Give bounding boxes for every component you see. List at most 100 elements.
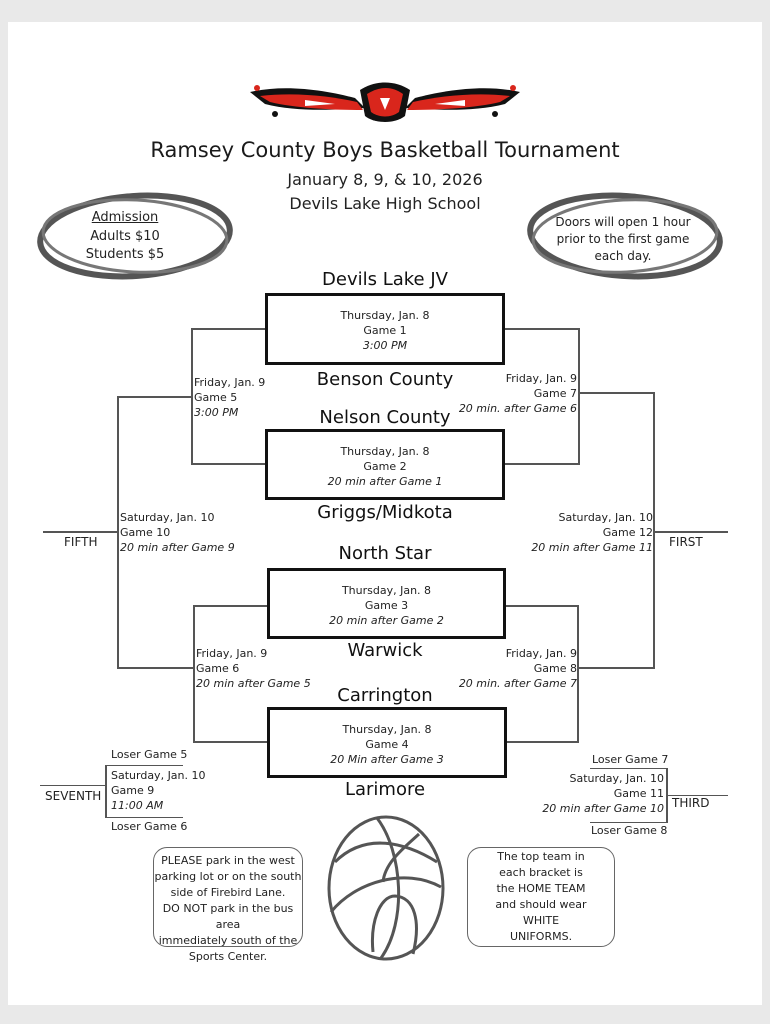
game-day: Friday, Jan. 9 xyxy=(505,372,577,385)
note-line: DO NOT park in the bus area xyxy=(162,902,294,931)
flyer-page xyxy=(8,22,762,1005)
doors-oval xyxy=(527,192,723,280)
doors-line-2: prior to the first game xyxy=(556,232,690,246)
game-day: Saturday, Jan. 10 xyxy=(111,769,206,782)
game-number: Game 1 xyxy=(363,324,407,337)
game-day: Saturday, Jan. 10 xyxy=(558,511,653,524)
game-number: Game 9 xyxy=(111,784,155,797)
bracket-line xyxy=(504,328,579,330)
note-line: The top team in xyxy=(497,850,585,863)
game-time: 20 min after Game 2 xyxy=(329,614,444,627)
game-1-box: Thursday, Jan. 8 Game 1 3:00 PM xyxy=(265,293,505,365)
bracket-line xyxy=(578,392,654,394)
bracket-line xyxy=(43,531,118,533)
game-day: Thursday, Jan. 8 xyxy=(340,309,430,322)
doors-line-3: each day. xyxy=(594,249,652,263)
game-time: 20 min after Game 5 xyxy=(196,677,311,690)
note-line: immediately south of the xyxy=(158,934,298,947)
bracket-line xyxy=(191,328,193,465)
game-time: 20 min. after Game 6 xyxy=(458,402,577,415)
bracket-line xyxy=(653,392,655,669)
loser-game-5: Loser Game 5 xyxy=(111,748,188,761)
bracket-line xyxy=(505,605,578,607)
team-nelson-county: Nelson County xyxy=(319,407,451,428)
admission-heading: Admission xyxy=(91,210,159,225)
team-warwick: Warwick xyxy=(347,640,423,661)
team-north-star: North Star xyxy=(338,543,432,564)
game-day: Thursday, Jan. 8 xyxy=(341,584,432,597)
bracket-line xyxy=(117,396,119,669)
bracket-line xyxy=(117,667,194,669)
parking-note: PLEASE park in the west parking lot or o… xyxy=(153,847,303,963)
bracket-line xyxy=(105,765,107,818)
game-day: Friday, Jan. 9 xyxy=(194,376,266,389)
game-time: 20 min after Game 1 xyxy=(327,475,443,488)
game-time: 20 min. after Game 7 xyxy=(458,677,577,690)
note-line: side of Firebird Lane. xyxy=(170,886,286,899)
bracket-line xyxy=(578,328,580,465)
note-line: parking lot or on the south xyxy=(154,870,302,883)
game-time: 20 min after Game 10 xyxy=(542,802,664,815)
note-line: the HOME TEAM xyxy=(496,882,586,895)
bracket-line xyxy=(653,531,728,533)
game-number: Game 3 xyxy=(364,599,409,612)
game-number: Game 10 xyxy=(120,526,171,539)
admission-students: Students $5 xyxy=(85,247,165,262)
game-day: Saturday, Jan. 10 xyxy=(569,772,664,785)
bracket-line xyxy=(193,741,268,743)
team-benson-county: Benson County xyxy=(316,369,454,390)
bracket-line xyxy=(105,765,183,766)
game-number: Game 4 xyxy=(365,738,409,751)
game-time: 20 min after Game 11 xyxy=(531,541,653,554)
loser-game-7: Loser Game 7 xyxy=(592,753,669,766)
team-larimore: Larimore xyxy=(344,779,426,800)
game-number: Game 7 xyxy=(533,387,577,400)
bracket-line xyxy=(117,396,192,398)
game-day: Friday, Jan. 9 xyxy=(505,647,577,660)
bracket-line xyxy=(40,785,106,786)
note-line: each bracket is xyxy=(499,866,583,879)
game-time: 3:00 PM xyxy=(194,406,239,419)
game-time: 20 Min after Game 3 xyxy=(330,753,444,766)
note-line: UNIFORMS. xyxy=(509,930,573,943)
game-8-info: Friday, Jan. 9 Game 8 20 min. after Game… xyxy=(459,646,577,691)
game-day: Thursday, Jan. 8 xyxy=(342,723,432,736)
note-line: PLEASE park in the west xyxy=(161,854,295,867)
game-10-info: Saturday, Jan. 10 Game 10 20 min after G… xyxy=(120,510,235,555)
admission-oval xyxy=(37,192,233,280)
tournament-venue: Devils Lake High School xyxy=(289,194,481,213)
game-4-box: Thursday, Jan. 8 Game 4 20 Min after Gam… xyxy=(267,707,507,778)
note-line: WHITE xyxy=(522,914,560,927)
game-number: Game 12 xyxy=(602,526,653,539)
game-day: Friday, Jan. 9 xyxy=(196,647,268,660)
game-time: 3:00 PM xyxy=(362,339,408,352)
game-day: Saturday, Jan. 10 xyxy=(120,511,215,524)
game-time: 11:00 AM xyxy=(111,799,164,812)
game-number: Game 11 xyxy=(613,787,664,800)
game-7-info: Friday, Jan. 9 Game 7 20 min. after Game… xyxy=(459,371,577,416)
bracket-line xyxy=(193,605,195,743)
game-number: Game 2 xyxy=(363,460,407,473)
bracket-line xyxy=(590,822,667,823)
bracket-line xyxy=(193,605,268,607)
third-place-label: THIRD xyxy=(672,796,710,810)
game-day: Thursday, Jan. 8 xyxy=(340,445,430,458)
game-number: Game 6 xyxy=(196,662,240,675)
loser-game-6: Loser Game 6 xyxy=(111,820,188,833)
bracket-line xyxy=(105,817,183,818)
game-2-box: Thursday, Jan. 8 Game 2 20 min after Gam… xyxy=(265,429,505,500)
game-time: 20 min after Game 9 xyxy=(120,541,235,554)
bracket-line xyxy=(191,328,266,330)
home-team-note: The top team in each bracket is the HOME… xyxy=(467,847,615,947)
bracket-line xyxy=(667,795,728,796)
game-3-box: Thursday, Jan. 8 Game 3 20 min after Gam… xyxy=(267,568,506,639)
team-griggs-midkota: Griggs/Midkota xyxy=(317,502,453,523)
game-5-info: Friday, Jan. 9 Game 5 3:00 PM xyxy=(194,375,265,420)
bracket-line xyxy=(191,463,266,465)
bracket-line xyxy=(577,667,654,669)
loser-game-8: Loser Game 8 xyxy=(591,824,668,837)
basketball-icon xyxy=(327,815,445,961)
fifth-place-label: FIFTH xyxy=(64,535,98,549)
bracket-line xyxy=(590,768,667,769)
game-number: Game 5 xyxy=(194,391,238,404)
